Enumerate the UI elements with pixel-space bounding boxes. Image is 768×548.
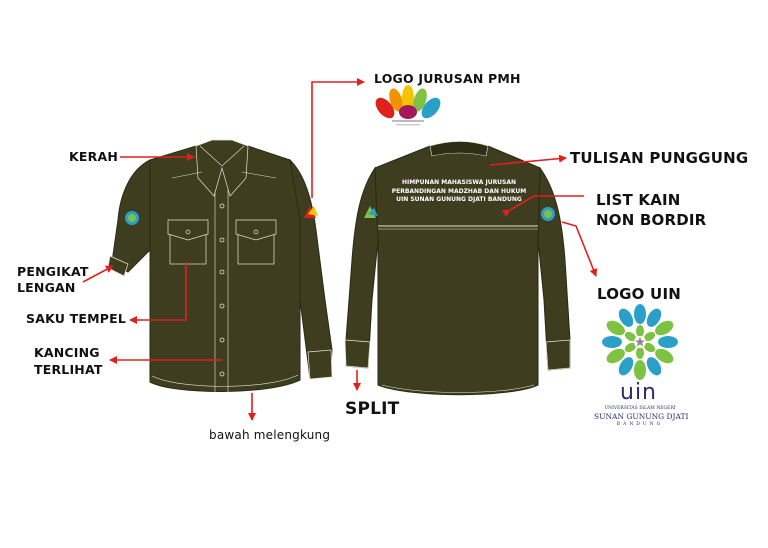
back-right-cuff — [545, 339, 571, 371]
label-logo-jurusan: LOGO JURUSAN PMH — [374, 71, 521, 86]
collar-band — [199, 145, 245, 167]
label-tulisan-punggung: TULISAN PUNGGUNG — [570, 149, 749, 167]
label-list-kain: LIST KAIN NON BORDIR — [596, 190, 706, 230]
back-embroidery-text: HIMPUNAN MAHASISWA JURUSAN PERBANDINGAN … — [384, 179, 534, 205]
uin-sub3: BANDUNG — [616, 422, 664, 427]
front-sleeve-pmh-logo — [304, 206, 318, 218]
front-hem-stitch — [151, 374, 299, 387]
pmh-logo — [375, 85, 441, 126]
label-kancing-line1: KANCING — [34, 345, 100, 360]
front-placket — [214, 190, 229, 392]
label-split: SPLIT — [345, 399, 400, 419]
arrow-logo-uin — [561, 221, 598, 277]
arrow-saku-tempel — [129, 262, 187, 324]
front-buttons — [219, 203, 225, 377]
back-body — [374, 145, 541, 396]
label-kerah: KERAH — [69, 149, 118, 164]
label-list-kain-line1: LIST KAIN — [596, 191, 681, 209]
back-hem-stitch — [381, 384, 535, 393]
front-pocket-right — [235, 219, 277, 265]
arrow-pengikat-lengan — [82, 265, 114, 283]
uin-sub1: UNIVERSITAS ISLAM NEGERI — [604, 406, 676, 411]
back-text-line2: PERBANDINGAN MADZHAB DAN HUKUM — [391, 187, 527, 195]
front-pocket-left — [167, 219, 209, 265]
back-text-line1: HIMPUNAN MAHASISWA JURUSAN — [401, 179, 517, 186]
front-left-cuff — [107, 255, 129, 277]
front-yoke — [171, 171, 277, 179]
back-left-cuff — [344, 339, 371, 369]
front-shirt — [107, 139, 333, 392]
front-sleeve-uin-logo — [125, 211, 139, 225]
label-kancing-terlihat: KANCING TERLIHAT — [34, 344, 103, 378]
back-left-sleeve — [345, 166, 379, 369]
back-text-line3: UIN SUNAN GUNUNG DJATI BANDUNG — [396, 196, 522, 203]
label-pengikat-line2: LENGAN — [17, 280, 76, 295]
label-logo-uin: LOGO UIN — [597, 285, 681, 303]
label-pengikat-line1: PENGIKAT — [17, 264, 89, 279]
annotation-arrows — [82, 78, 598, 421]
arrow-tulisan-punggung — [489, 154, 567, 166]
back-shirt — [344, 141, 571, 396]
uin-big-logo — [602, 304, 678, 380]
label-kancing-line2: TERLIHAT — [34, 362, 103, 377]
label-list-kain-line2: NON BORDIR — [596, 211, 707, 229]
uin-wordmark: uin — [620, 380, 657, 405]
back-sleeve-uin-logo — [541, 207, 555, 221]
uin-sub2: SUNAN GUNUNG DJATI — [594, 412, 689, 421]
back-sleeve-pmh-logo — [364, 206, 378, 218]
arrow-logo-jurusan — [311, 78, 365, 198]
back-right-sleeve — [537, 166, 571, 371]
front-right-cuff — [307, 349, 333, 380]
back-collar — [429, 141, 489, 157]
label-bawah-melengkung: bawah melengkung — [209, 428, 331, 442]
label-saku-tempel: SAKU TEMPEL — [26, 311, 127, 326]
label-pengikat-lengan: PENGIKAT LENGAN — [17, 264, 89, 296]
front-body — [149, 145, 301, 392]
arrow-list-kain — [501, 195, 584, 217]
